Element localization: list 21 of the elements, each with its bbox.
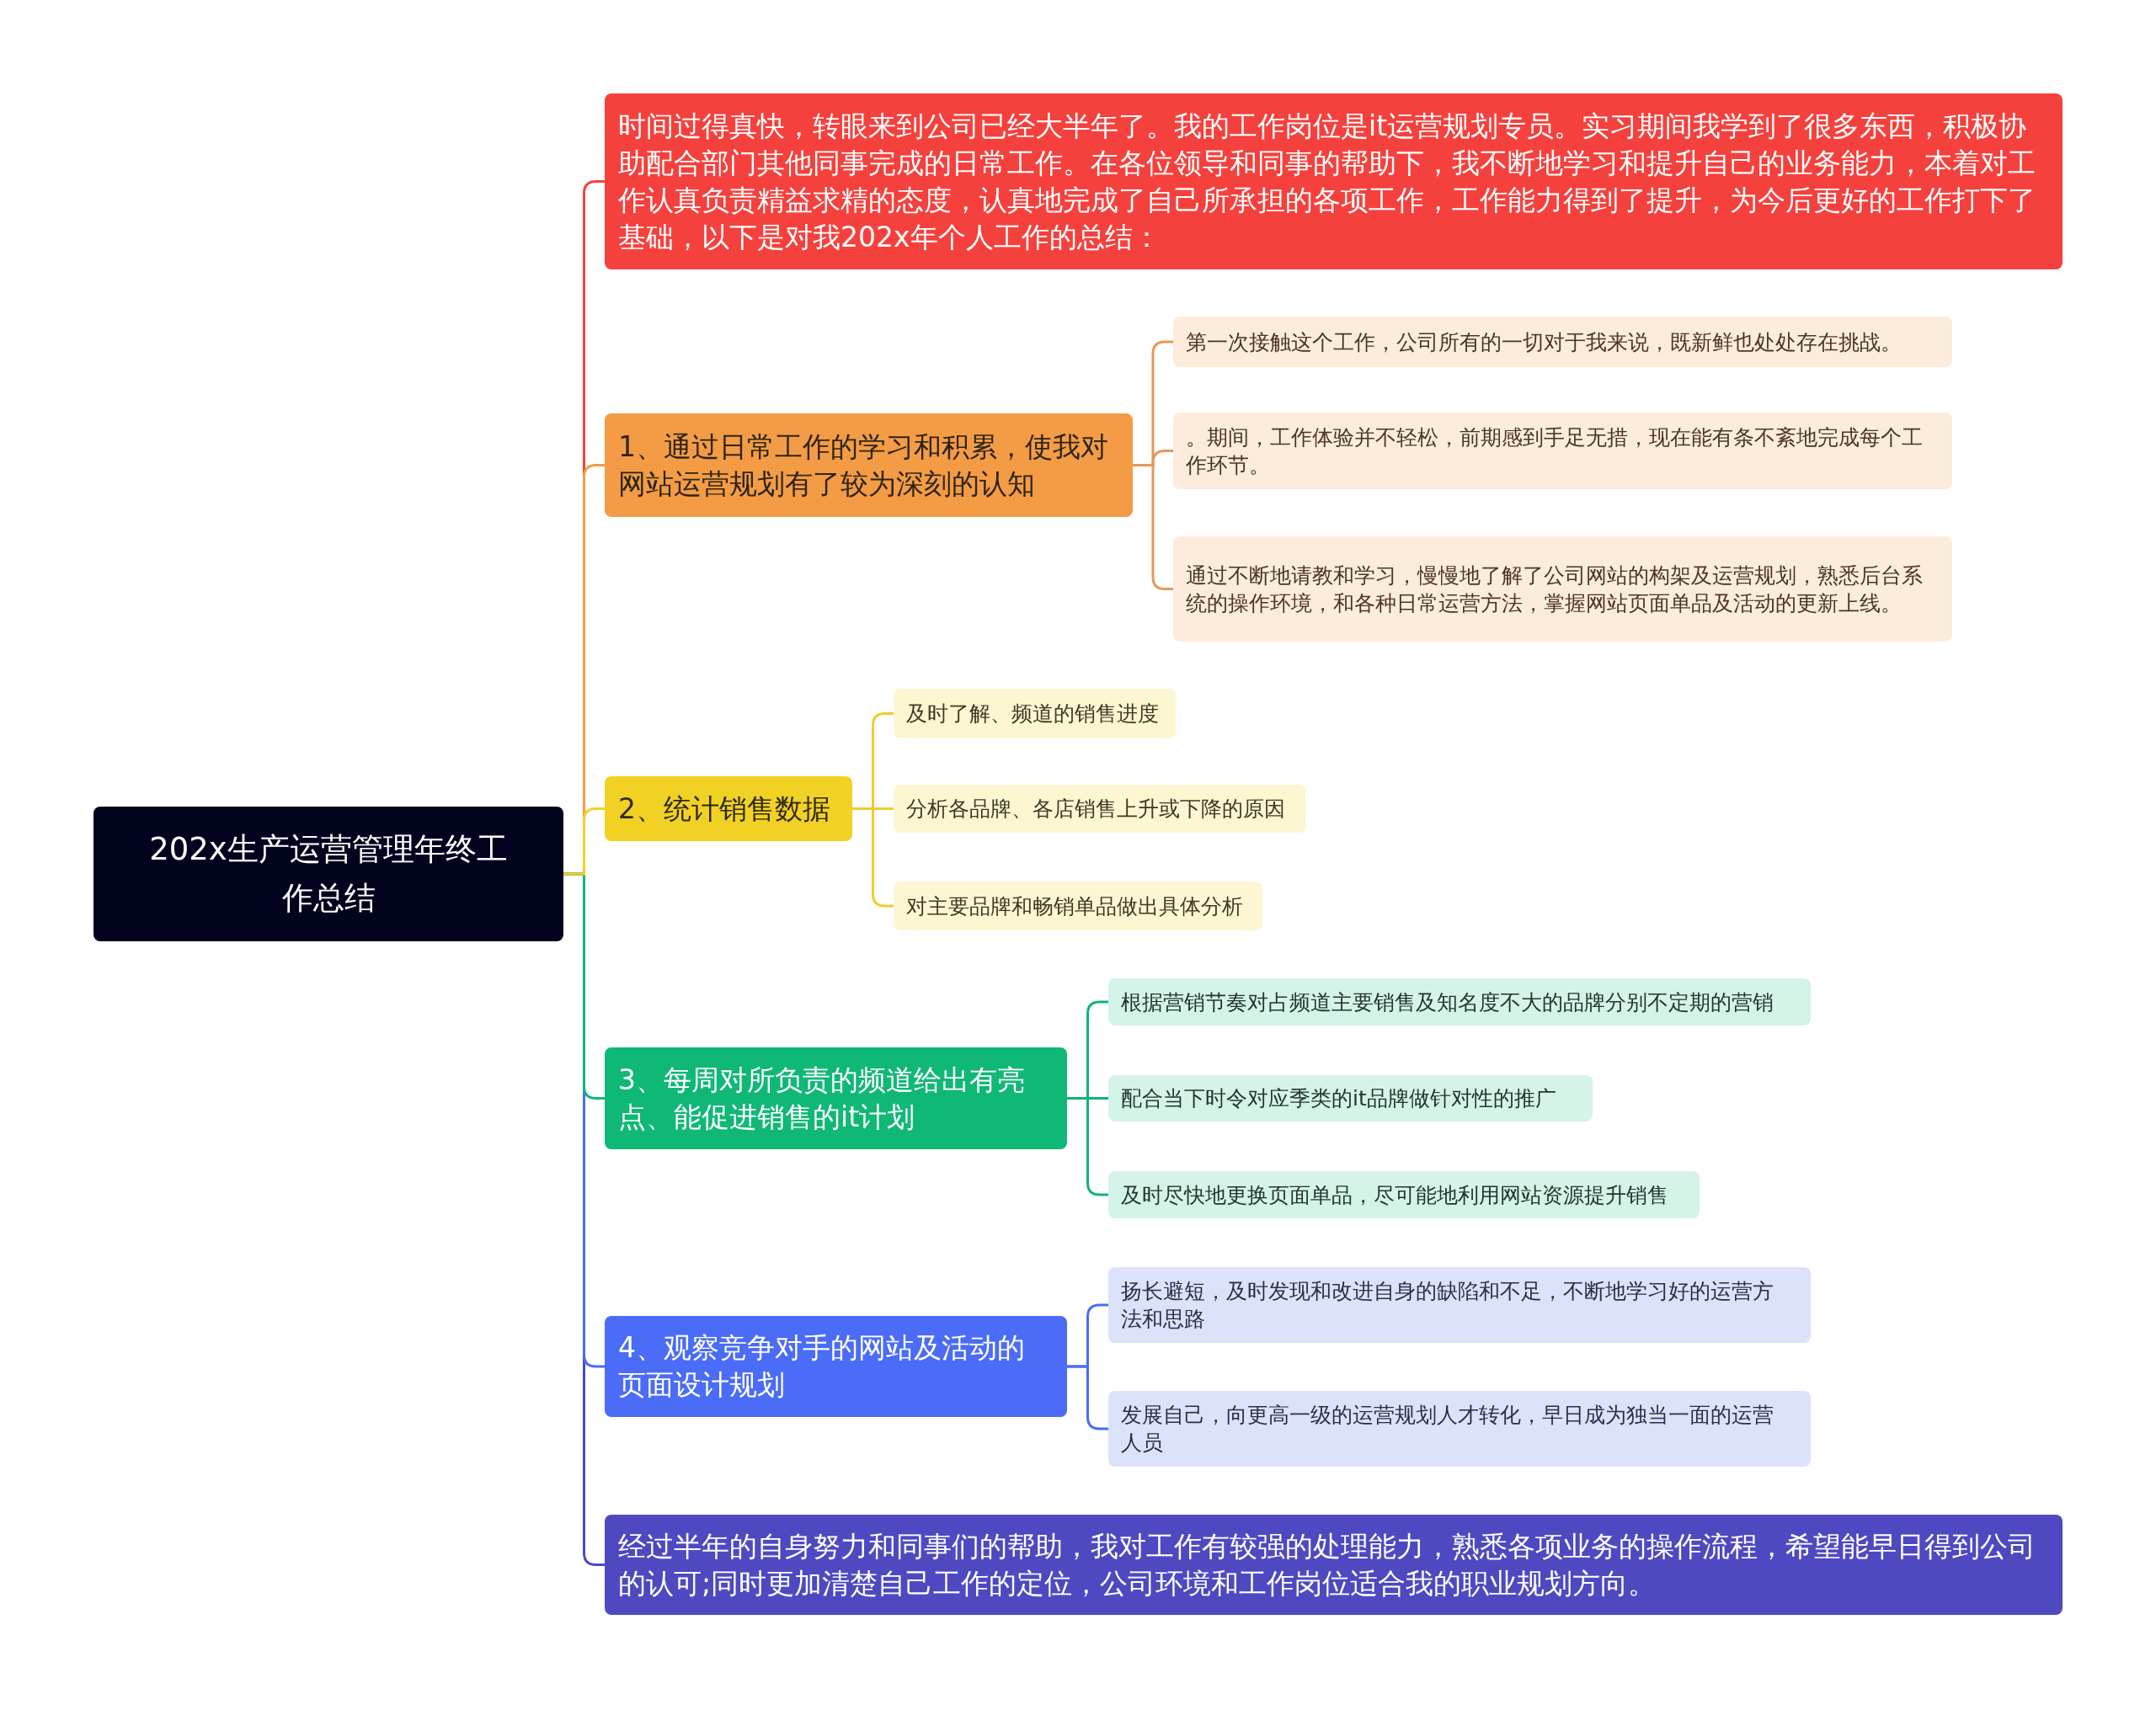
topic-box: 3、每周对所负责的频道给出有亮点、能促进销售的it计划 — [605, 1047, 1067, 1149]
subtopic-box: 扬长避短，及时发现和改进自身的缺陷和不足，不断地学习好的运营方法和思路 — [1108, 1267, 1811, 1343]
topic-box: 2、统计销售数据 — [605, 776, 852, 841]
subtopic-box: 第一次接触这个工作，公司所有的一切对于我来说，既新鲜也处处存在挑战。 — [1173, 317, 1952, 367]
central-topic-box: 202x生产运营管理年终工作总结 — [93, 807, 563, 941]
topic-box: 4、观察竞争对手的网站及活动的页面设计规划 — [605, 1316, 1067, 1417]
subtopic-box: 。期间，工作体验并不轻松，前期感到手足无措，现在能有条不紊地完成每个工作环节。 — [1173, 413, 1952, 489]
subtopic-box: 分析各品牌、各店销售上升或下降的原因 — [894, 785, 1306, 833]
topic-box: 1、通过日常工作的学习和积累，使我对网站运营规划有了较为深刻的认知 — [605, 413, 1133, 517]
subtopic-box: 及时尽快地更换页面单品，尽可能地利用网站资源提升销售 — [1108, 1171, 1700, 1218]
subtopic-box: 及时了解、频道的销售进度 — [894, 689, 1176, 738]
subtopic-box: 通过不断地请教和学习，慢慢地了解了公司网站的构架及运营规划，熟悉后台系统的操作环境，和各种日常运营方法，掌握网站页面单品及活动的更新上线。 — [1173, 536, 1952, 642]
connector-line — [1067, 1303, 1108, 1368]
note-box: 经过半年的自身努力和同事们的帮助，我对工作有较强的处理能力，熟悉各项业务的操作流程，希望能早日得到公司的认可;同时更加清楚自己工作的定位，公司环境和工作岗位适合我的职业规划方向。 — [605, 1515, 2063, 1615]
subtopic-box: 配合当下时令对应季类的it品牌做针对性的推广 — [1108, 1075, 1593, 1121]
connector-line — [563, 807, 605, 876]
subtopic-box: 根据营销节奏对占频道主要销售及知名度不大的品牌分别不定期的营销 — [1108, 978, 1811, 1025]
note-box: 时间过得真快，转眼来到公司已经大半年了。我的工作岗位是it运营规划专员。实习期间我学到了很多东西，积极协助配合部门其他同事完成的日常工作。在各位领导和同事的帮助下，我不断地学习和提升自己的业务能力，本着对工作认真负责精益求精的态度，认真地完成了自己所承担的各项工作，工作能力得到了提升，为今后更好的工作打下了基础，以下是对我202x年个人工作的总结： — [605, 93, 2063, 269]
connector-line — [1133, 450, 1173, 466]
subtopic-box: 发展自己，向更高一级的运营规划人才转化，早日成为独当一面的运营人员 — [1108, 1391, 1811, 1467]
subtopic-box: 对主要品牌和畅销单品做出具体分析 — [894, 882, 1262, 930]
